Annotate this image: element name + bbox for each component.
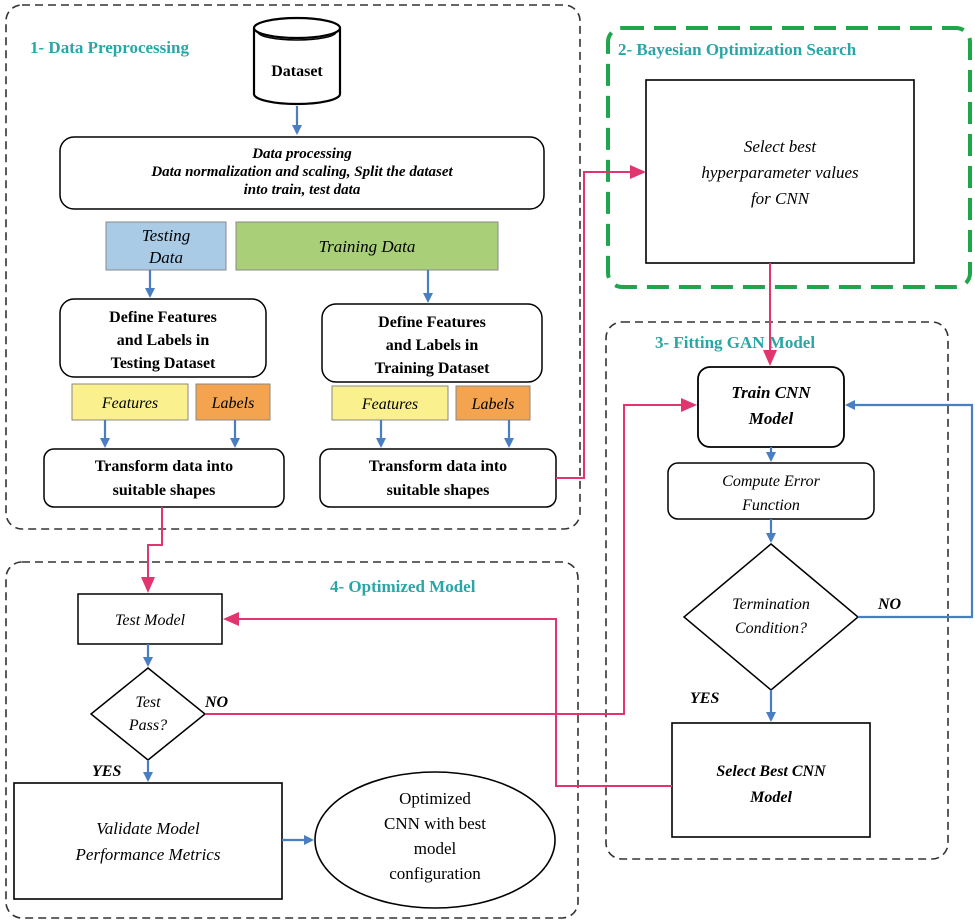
testing-labels-box [195,383,271,421]
test-model-label: Test Model [115,612,186,629]
termination-diamond [682,543,860,691]
transform-testing-line1: Transform data into [95,458,233,475]
select-best-line2: Model [749,789,792,806]
transform-testing-box [43,448,285,508]
validate-line2: Performance Metrics [75,845,221,864]
testing-features-label: Features [101,395,158,412]
transform-testing-line2: suitable shapes [113,482,216,499]
section-title-bayesian: 2- Bayesian Optimization Search [618,40,857,59]
data-processing-box [59,136,545,210]
training-labels-box [455,385,531,421]
test-pass-line2: Pass? [128,717,167,734]
arrow-transform-to-hyper [556,165,646,479]
section-data-preprocessing [5,4,581,530]
test-pass-no-label: NO [204,694,229,711]
testing-data-box [105,221,227,271]
training-data-box [235,221,499,271]
test-pass-diamond [89,667,207,761]
optimized-cnn-line2: CNN with best [384,814,486,833]
define-training-line3: Training Dataset [375,360,490,377]
data-processing-line2: Data normalization and scaling, Split th… [150,164,453,180]
transform-training-line2: suitable shapes [387,482,490,499]
termination-line2: Condition? [735,620,807,637]
testing-data-line1: Testing [142,226,191,245]
testing-labels-label: Labels [211,395,255,412]
select-hyper-line2: hyperparameter values [701,163,859,182]
define-training-box [321,303,543,383]
testing-data-line2: Data [148,248,183,267]
optimized-cnn-line4: configuration [389,864,481,883]
compute-error-line2: Function [741,497,800,514]
define-testing-line2: and Labels in [117,332,210,349]
termination-line1: Termination [732,596,810,613]
data-processing-line3: into train, test data [244,182,361,198]
select-best-line1: Select Best CNN [716,763,827,780]
train-cnn-box [697,366,845,448]
validate-model-box [13,782,283,900]
termination-yes-label: YES [690,690,719,707]
test-pass-line1: Test [135,694,161,711]
test-model-box [77,593,223,645]
section-title-preprocessing: 1- Data Preprocessing [30,38,189,57]
define-training-line1: Define Features [378,314,486,331]
arrow-best-to-testmodel [223,612,672,787]
arrow-pass-no-to-train [205,398,697,715]
validate-line1: Validate Model [96,819,200,838]
section-optimized-model [5,561,579,919]
optimized-cnn-ellipse [314,771,556,909]
section-title-fitting: 3- Fitting GAN Model [655,333,815,352]
optimized-cnn-line1: Optimized [399,789,471,808]
training-features-label: Features [361,396,418,413]
training-labels-label: Labels [471,396,515,413]
training-features-box [331,385,449,421]
select-best-cnn-box [671,722,871,838]
dataset-cylinder: Dataset [252,16,342,106]
section-bayesian-optimization [606,26,972,289]
select-hyperparameter-box [645,79,915,264]
compute-error-line1: Compute Error [722,473,820,490]
data-processing-line1: Data processing [251,146,352,162]
optimized-cnn-line3: model [414,839,457,858]
test-pass-yes-label: YES [92,763,121,780]
train-cnn-line1: Train CNN [731,383,811,402]
termination-no-label: NO [877,596,902,613]
define-testing-box [59,298,267,378]
transform-training-line1: Transform data into [369,458,507,475]
arrow-termination-no-loop [845,400,974,619]
define-testing-line3: Testing Dataset [111,355,216,372]
select-hyper-line1: Select best [744,137,817,156]
dataset-label: Dataset [271,63,323,80]
training-data-label: Training Data [319,237,416,256]
arrow-transform-to-testmodel [141,507,163,593]
section-title-optimized: 4- Optimized Model [330,577,476,596]
testing-features-box [71,383,189,421]
define-training-line2: and Labels in [386,337,479,354]
select-hyper-line3: for CNN [751,189,811,208]
section-fitting-model [605,321,949,860]
train-cnn-line2: Model [748,409,794,428]
define-testing-line1: Define Features [109,309,217,326]
